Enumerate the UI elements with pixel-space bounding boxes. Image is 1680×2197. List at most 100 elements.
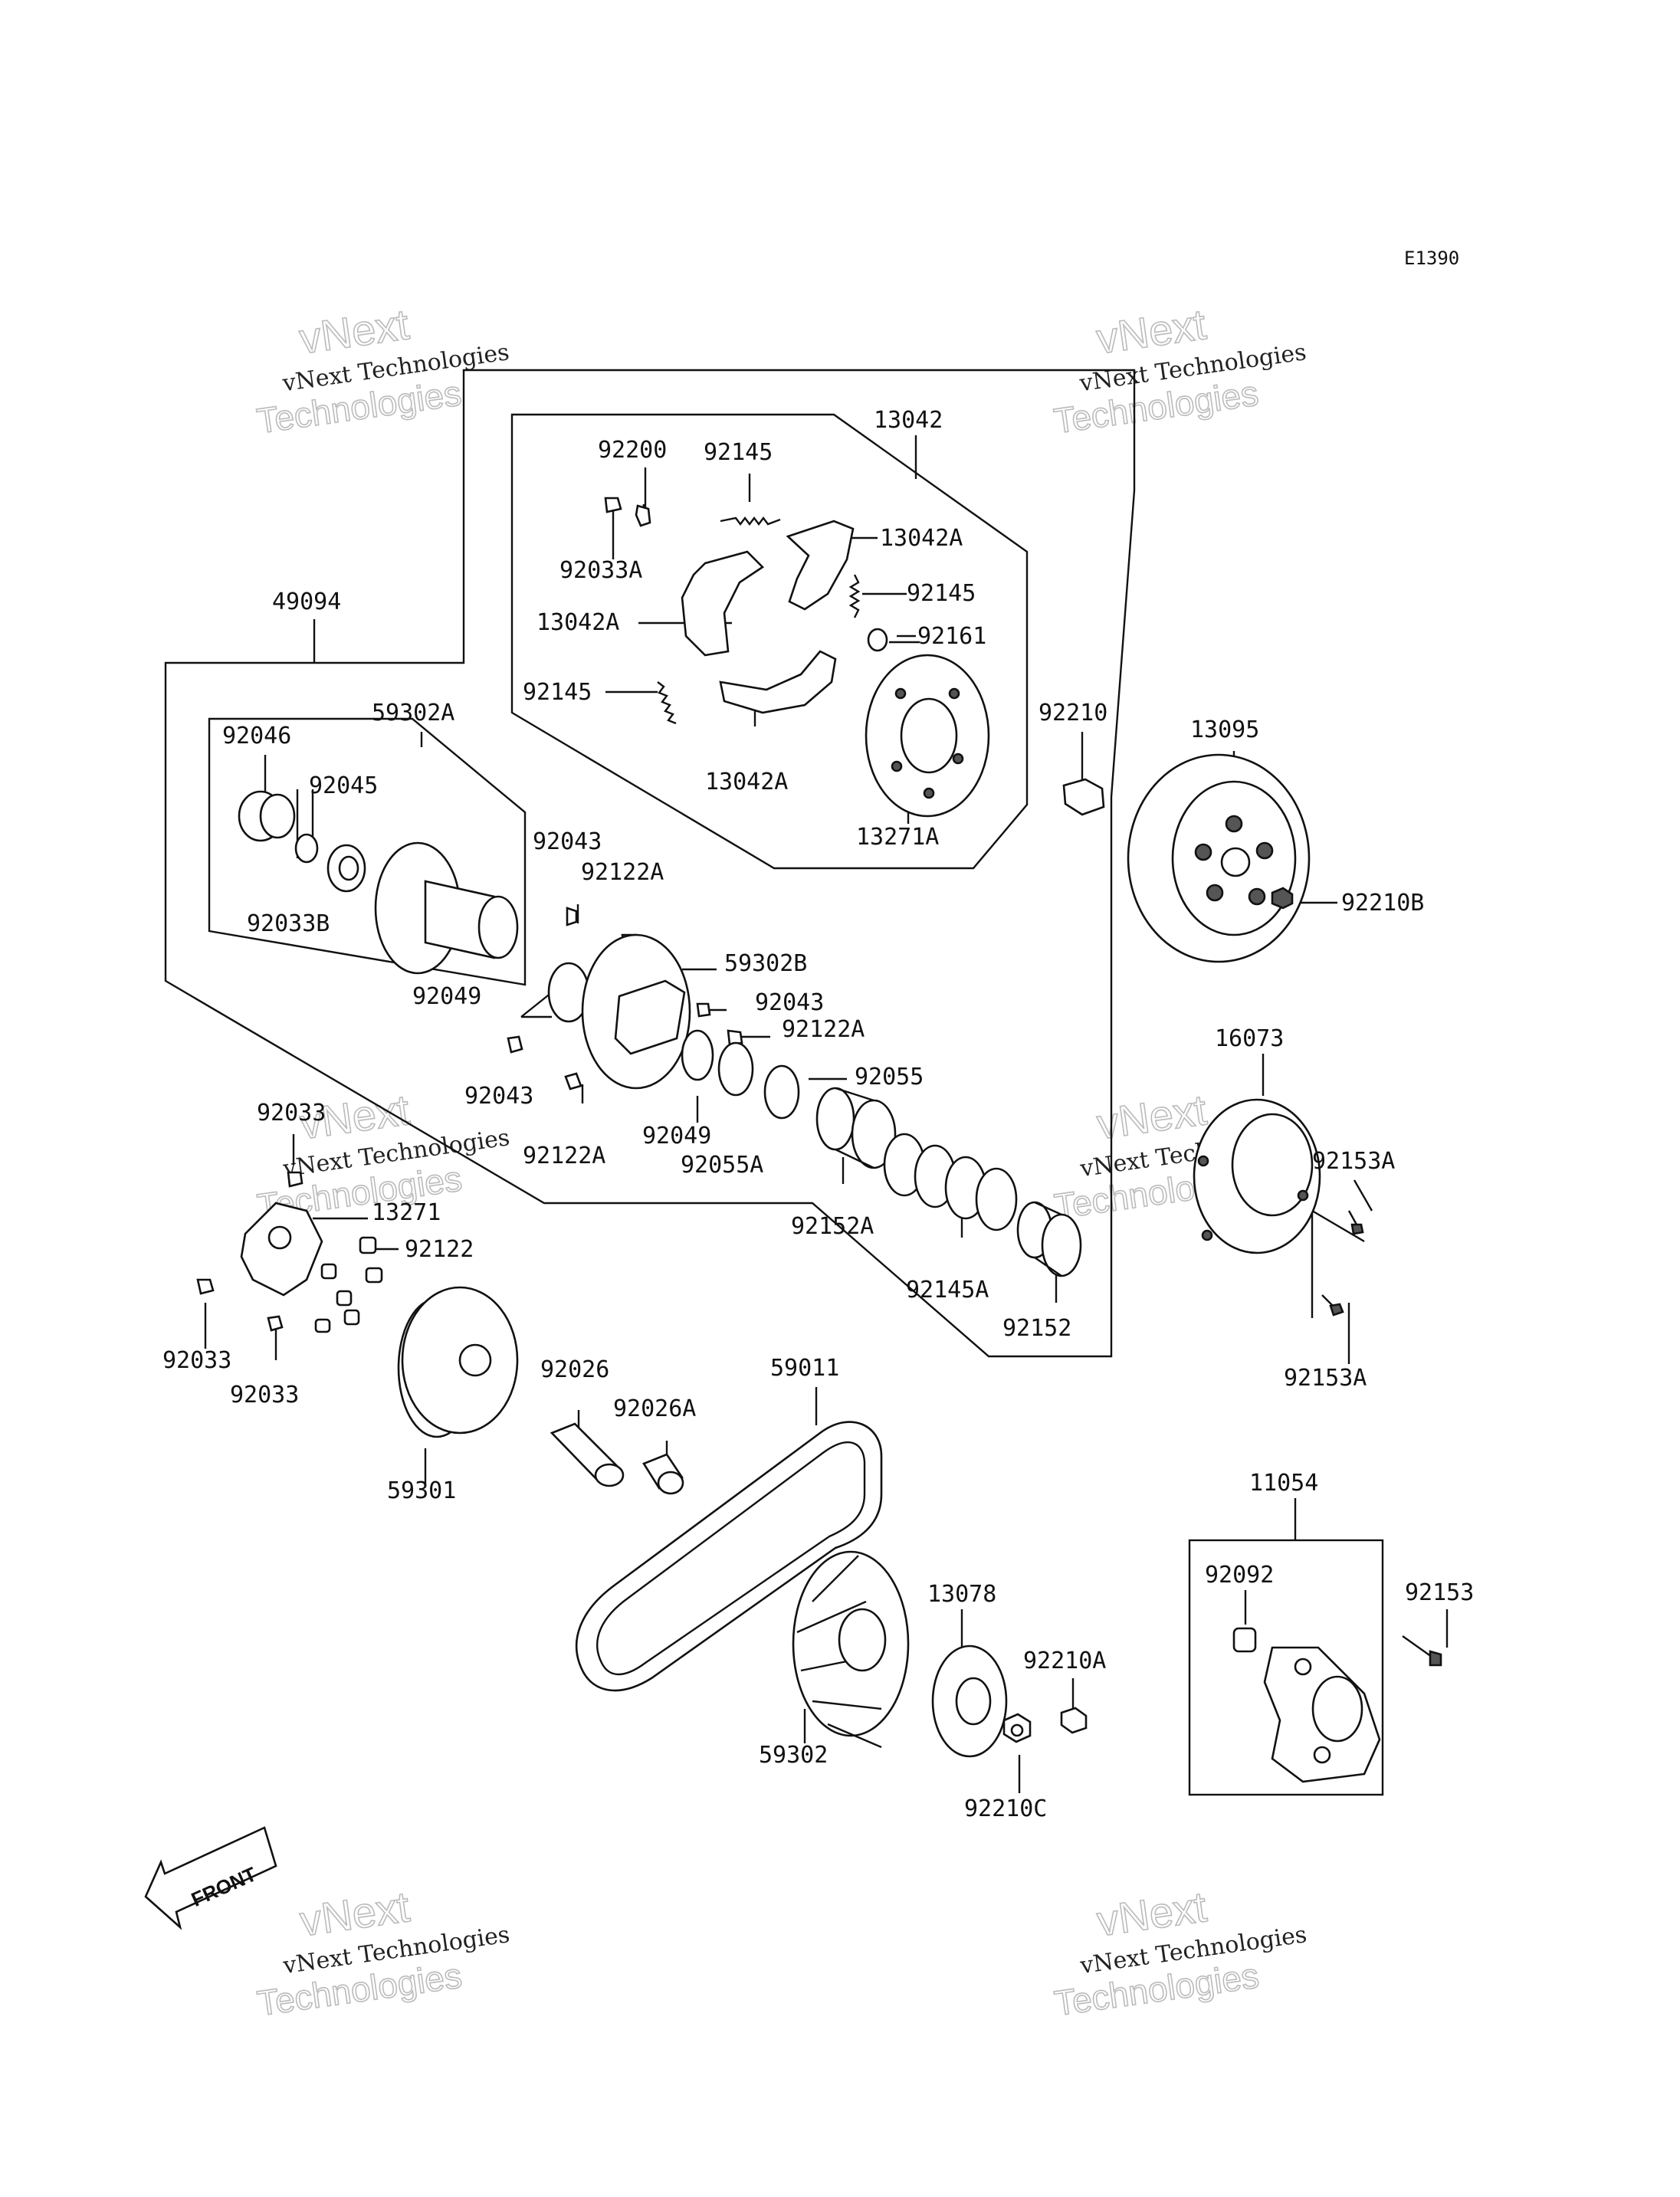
- watermark-brand: vNext: [1094, 300, 1209, 362]
- label-92033a: 92033A: [559, 557, 642, 584]
- label-92152a: 92152A: [791, 1213, 874, 1240]
- label-11054: 11054: [1249, 1470, 1318, 1497]
- label-16073: 16073: [1215, 1025, 1284, 1052]
- label-92049-left: 92049: [412, 983, 481, 1010]
- label-92033b: 92033B: [247, 910, 330, 937]
- label-92145-top: 92145: [704, 439, 773, 466]
- watermark-mid-left: vNext vNext Technologies Technologies: [254, 1084, 512, 1227]
- clutch-shoe-13042a-left-icon: [681, 550, 765, 657]
- nut-92210-icon: [1062, 778, 1105, 816]
- drive-fan-59302-icon: [792, 1550, 910, 1749]
- label-92122a-upper: 92122A: [581, 859, 664, 886]
- label-92055a: 92055A: [681, 1152, 763, 1179]
- label-59302: 59302: [759, 1742, 828, 1769]
- pin-92043-right-icon: [696, 1002, 711, 1018]
- label-92122a-right: 92122A: [782, 1016, 865, 1043]
- washer-92161-icon: [867, 628, 920, 652]
- clutch-housing-13095-icon: [1127, 753, 1311, 963]
- assembly-49094-outline: [164, 369, 1136, 1358]
- label-92033-left: 92033: [162, 1347, 231, 1374]
- label-92122: 92122: [405, 1236, 474, 1263]
- label-92152: 92152: [1002, 1315, 1071, 1342]
- clutch-shoe-13042a-bottom-icon: [719, 650, 837, 714]
- pin-92033a-icon: [604, 497, 622, 513]
- bearing-92045-icon: [326, 844, 366, 893]
- watermark-brand: vNext: [1094, 1882, 1209, 1945]
- label-92092: 92092: [1205, 1562, 1274, 1589]
- cover-plate-16073-icon: [1193, 1098, 1321, 1254]
- label-59302b: 59302B: [724, 950, 807, 977]
- bracket-11054-icon: [1263, 1646, 1381, 1783]
- watermark-top-left: vNext vNext Technologies Technologies: [254, 299, 511, 441]
- o-ring-92055-icon: [763, 1064, 800, 1120]
- part-labels: 13042 92200 92145 13042A 92033A 92145 13…: [162, 407, 1474, 1822]
- clutch-shoe-13042a-top-icon: [786, 520, 855, 611]
- label-92049-right: 92049: [642, 1123, 711, 1149]
- label-92200: 92200: [598, 437, 667, 464]
- pin-92033-bottom-icon: [267, 1315, 284, 1332]
- label-59011: 59011: [770, 1355, 839, 1382]
- label-92145a: 92145A: [906, 1277, 989, 1303]
- circlip-92033b-icon: [294, 833, 319, 864]
- pin-92043-upper-icon: [566, 907, 578, 926]
- label-13042a-bottom: 13042A: [705, 769, 788, 795]
- label-92153a-upper: 92153A: [1312, 1148, 1395, 1175]
- bolt-92153-icon: [1402, 1635, 1442, 1667]
- watermark-brand: vNext: [297, 300, 412, 362]
- label-92026a: 92026A: [613, 1395, 696, 1422]
- label-92055: 92055: [855, 1064, 924, 1090]
- ramp-plate-13271-icon: [240, 1202, 323, 1297]
- bushing-92092-icon: [1232, 1627, 1257, 1653]
- spring-92145a-icon: [883, 1133, 1018, 1231]
- watermark-bottom-right: vNext vNext Technologies Technologies: [1052, 1881, 1309, 2024]
- roller-92122a-lower-icon: [564, 1072, 582, 1090]
- label-13042a-left: 13042A: [536, 609, 619, 636]
- label-13042a-top: 13042A: [880, 525, 963, 552]
- label-92033-bottom: 92033: [230, 1382, 299, 1408]
- label-92145-mid: 92145: [907, 580, 976, 607]
- label-13271a: 13271A: [856, 824, 939, 851]
- label-13042: 13042: [874, 407, 943, 434]
- spring-92145-mid-icon: [848, 574, 861, 618]
- spring-92145-left-icon: [657, 681, 677, 725]
- pin-92200-icon: [635, 504, 651, 527]
- label-92043-upper: 92043: [533, 828, 602, 855]
- label-13095: 13095: [1190, 716, 1259, 743]
- label-49094: 49094: [272, 589, 341, 615]
- seal-92049-right-icon: [681, 1029, 714, 1081]
- label-92210: 92210: [1039, 700, 1107, 726]
- label-92153: 92153: [1405, 1579, 1474, 1606]
- watermark-top-right: vNext vNext Technologies Technologies: [1051, 299, 1308, 441]
- collar-92152a-icon: [815, 1087, 897, 1169]
- nut-92210a-icon: [1060, 1707, 1088, 1734]
- plate-13078-icon: [931, 1644, 1008, 1758]
- spring-92145-top-icon: [720, 516, 781, 526]
- label-92033-top: 92033: [257, 1100, 326, 1126]
- label-92145-left: 92145: [523, 679, 592, 706]
- movable-sheave-59302b-icon: [581, 933, 691, 1090]
- assembly-59302a-outline: [208, 717, 527, 986]
- roller-92122a-right-icon: [727, 1029, 743, 1046]
- diagram-ref-code: E1390: [1404, 248, 1459, 269]
- drive-face-59301-icon: [397, 1286, 519, 1438]
- nut-92210c-icon: [1002, 1713, 1032, 1743]
- bolt-92153a-upper-icon: [1347, 1210, 1364, 1235]
- label-59301: 59301: [387, 1477, 456, 1504]
- label-92210c: 92210C: [964, 1795, 1047, 1822]
- assembly-11054-outline: [1188, 1539, 1384, 1796]
- o-ring-92055a-icon: [717, 1041, 754, 1097]
- label-92043-right: 92043: [755, 989, 824, 1016]
- pin-92033-left-icon: [196, 1278, 215, 1295]
- label-92026: 92026: [540, 1356, 609, 1383]
- label-92045: 92045: [309, 772, 378, 799]
- label-92161: 92161: [917, 623, 986, 650]
- bearing-92046-icon: [238, 790, 296, 842]
- drive-belt-59011-icon: [575, 1421, 883, 1692]
- watermark-brand: vNext: [297, 1882, 412, 1945]
- drive-plate-13271a-icon: [865, 654, 990, 818]
- label-92210a: 92210A: [1023, 1648, 1106, 1674]
- label-92046: 92046: [222, 723, 291, 749]
- label-13078: 13078: [927, 1581, 996, 1608]
- label-59302a: 59302A: [372, 700, 454, 726]
- front-arrow-icon: FRONT: [144, 1826, 277, 1930]
